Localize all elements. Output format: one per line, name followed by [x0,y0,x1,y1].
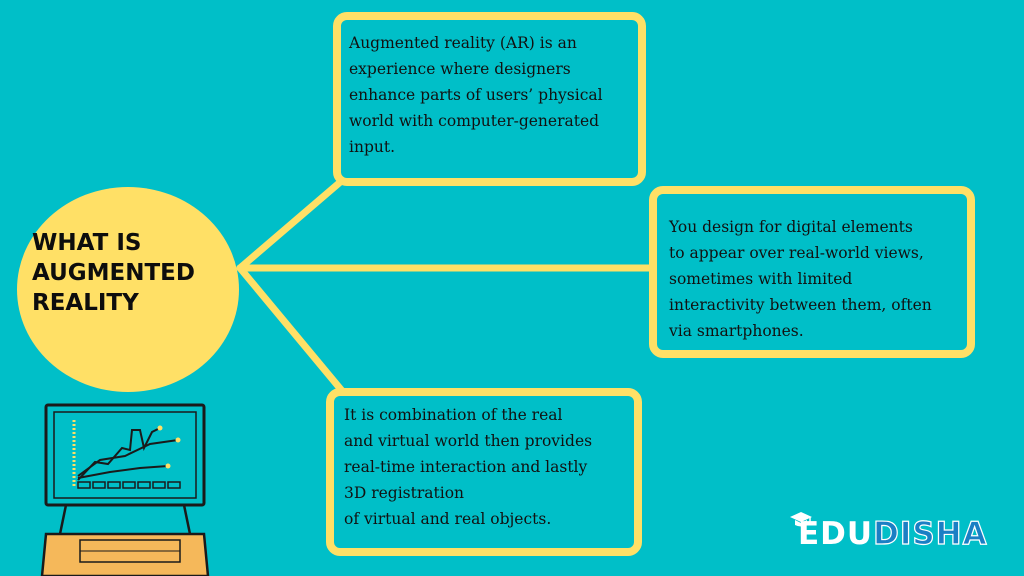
chart-bars [77,481,181,489]
chart-point [175,437,181,443]
monitor-screen [53,411,197,499]
edudisha-logo: EDUDISHA [790,512,988,556]
monitor-stand [58,504,68,535]
connector-line-bottom [236,264,352,402]
chart-point [165,463,171,469]
center-circle [17,187,239,392]
chart-line-1 [77,427,161,481]
graduation-cap-icon [790,512,812,527]
chart-line-2 [77,439,179,477]
center-title: WHAT IS AUGMENTED REALITY [32,230,195,316]
connector-line-top [236,168,356,272]
monitor-stand [182,504,192,535]
keyboard [40,532,210,576]
chart-line-3 [77,465,169,479]
logo-text-disha: DISHA [872,515,988,552]
info-box-bottom: It is combination of the real and virtua… [326,388,642,556]
info-box-right: You design for digital elements to appea… [649,186,975,358]
info-box-top: Augmented reality (AR) is an experience … [333,12,646,186]
computer-chart-icon [40,403,210,576]
chart-point [157,425,163,431]
